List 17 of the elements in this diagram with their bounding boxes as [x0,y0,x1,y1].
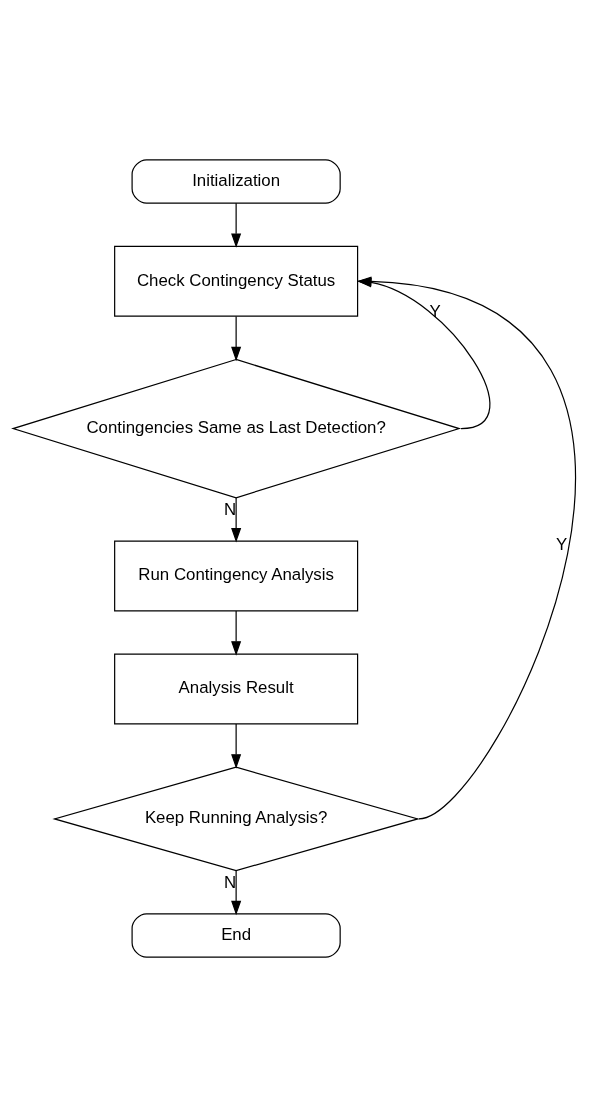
node-box: Run Contingency Analysis [114,539,359,611]
node-box: Initialization [131,158,341,204]
arrow [231,496,242,543]
node-diamond: Keep Running Analysis? [52,766,420,871]
node-box: End [131,912,341,958]
node-box: Analysis Result [114,653,359,724]
edge-label: Y [555,534,568,554]
edge-label: N [224,872,237,892]
arrow [231,609,242,656]
edge-label: Y [429,301,441,321]
arrow [231,869,242,915]
arrow [231,202,242,248]
edge-label: N [224,499,237,519]
node-diamond: Contingencies Same as Last Detection? [11,358,462,498]
arrow [231,722,242,769]
arrow [231,315,242,361]
node-box: Check Contingency Status [114,245,359,317]
